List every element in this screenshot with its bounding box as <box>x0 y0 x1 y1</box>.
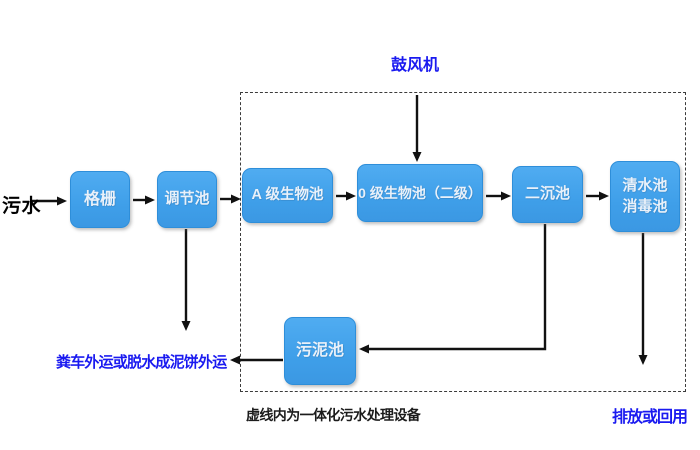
node-clear-water-disinfection-tank: 清水池 消毒池 <box>610 161 680 232</box>
influent-label: 污水 <box>2 196 42 217</box>
node-o-bio-tank-label: 0 级生物池（二级） <box>358 184 482 201</box>
node-secondary-sedimentation-tank: 二沉池 <box>512 166 583 223</box>
node-a-bio-tank: A 级生物池 <box>242 168 333 223</box>
boundary-caption: 虚线内为一体化污水处理设备 <box>246 407 421 423</box>
node-clear-water-tank-line1: 清水池 <box>622 177 668 195</box>
node-secondary-sedimentation-tank-label: 二沉池 <box>524 185 570 203</box>
node-a-bio-tank-label: A 级生物池 <box>251 186 324 203</box>
node-sludge-tank: 污泥池 <box>284 317 356 385</box>
effluent-label: 排放或回用 <box>612 409 688 426</box>
node-grille-label: 格栅 <box>83 190 116 208</box>
sludge-disposal-label: 粪车外运或脱水成泥饼外运 <box>56 354 227 371</box>
node-regulating-tank: 调节池 <box>157 171 217 228</box>
node-regulating-tank-label: 调节池 <box>164 190 210 208</box>
node-o-bio-tank: 0 级生物池（二级） <box>357 164 483 222</box>
node-clear-water-tank-line2: 消毒池 <box>622 197 668 215</box>
node-grille: 格栅 <box>70 171 130 228</box>
integrated-equipment-boundary <box>240 92 686 392</box>
blower-label: 鼓风机 <box>391 57 440 74</box>
node-sludge-tank-label: 污泥池 <box>295 342 344 360</box>
